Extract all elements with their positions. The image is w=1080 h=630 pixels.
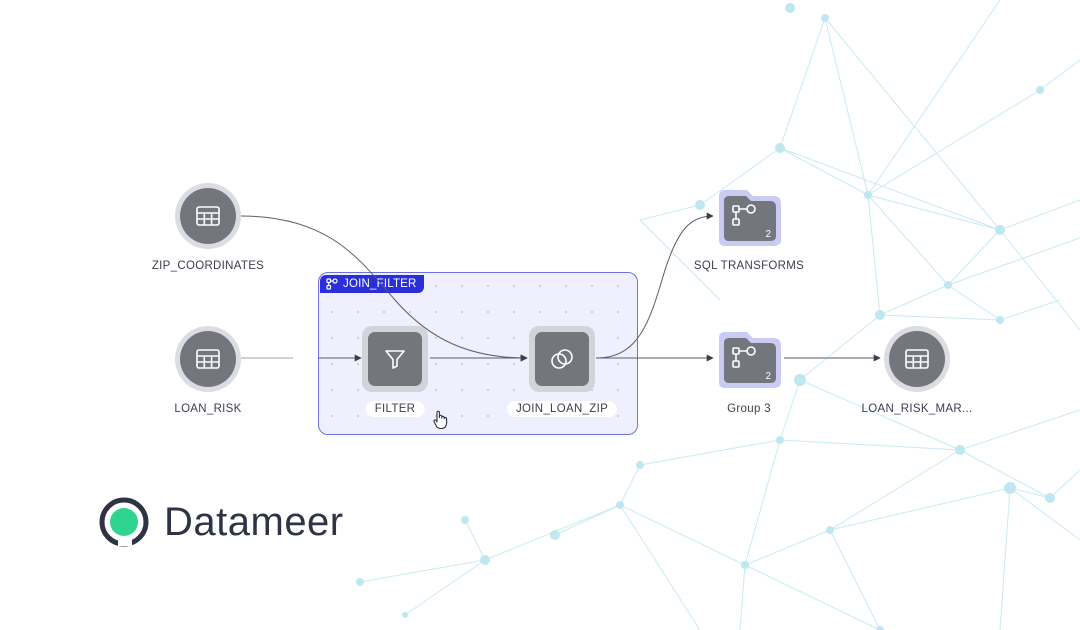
datameer-logo-icon (99, 497, 149, 547)
filter-label: FILTER (365, 401, 425, 417)
sql-transforms-node[interactable]: 2 (715, 188, 783, 248)
filter-funnel-icon (384, 348, 406, 370)
hand-cursor-icon (433, 410, 448, 430)
loan-risk-label: LOAN_RISK (174, 403, 242, 415)
brand: Datameer (98, 496, 344, 548)
group-tag-label: JOIN_FILTER (343, 278, 417, 290)
loan-risk-mart-node[interactable] (884, 326, 950, 392)
sql-transforms-label: SQL TRANSFORMS (693, 260, 805, 272)
group-3-count: 2 (765, 371, 771, 382)
zip-coordinates-node[interactable] (175, 183, 241, 249)
group-tag[interactable]: JOIN_FILTER (320, 275, 424, 293)
join-loan-zip-label: JOIN_LOAN_ZIP (506, 401, 618, 417)
group-icon (326, 278, 338, 290)
loan-risk-node[interactable] (175, 326, 241, 392)
join-circles-icon (550, 348, 574, 370)
edge-join-to-sql (595, 212, 714, 359)
sql-transforms-count: 2 (765, 229, 771, 240)
filter-node[interactable] (362, 326, 428, 392)
brand-name: Datameer (164, 499, 344, 544)
zip-coordinates-label: ZIP_COORDINATES (151, 260, 265, 272)
edge-zip-to-join (240, 215, 528, 362)
table-icon (905, 349, 929, 369)
folder-flow-icon (731, 346, 757, 370)
table-icon (196, 206, 220, 226)
loan-risk-mart-label: LOAN_RISK_MAR... (861, 403, 973, 415)
join-loan-zip-node[interactable] (529, 326, 595, 392)
group-3-label: Group 3 (727, 403, 771, 415)
table-icon (196, 349, 220, 369)
group-3-node[interactable]: 2 (715, 330, 783, 390)
folder-flow-icon (731, 204, 757, 228)
